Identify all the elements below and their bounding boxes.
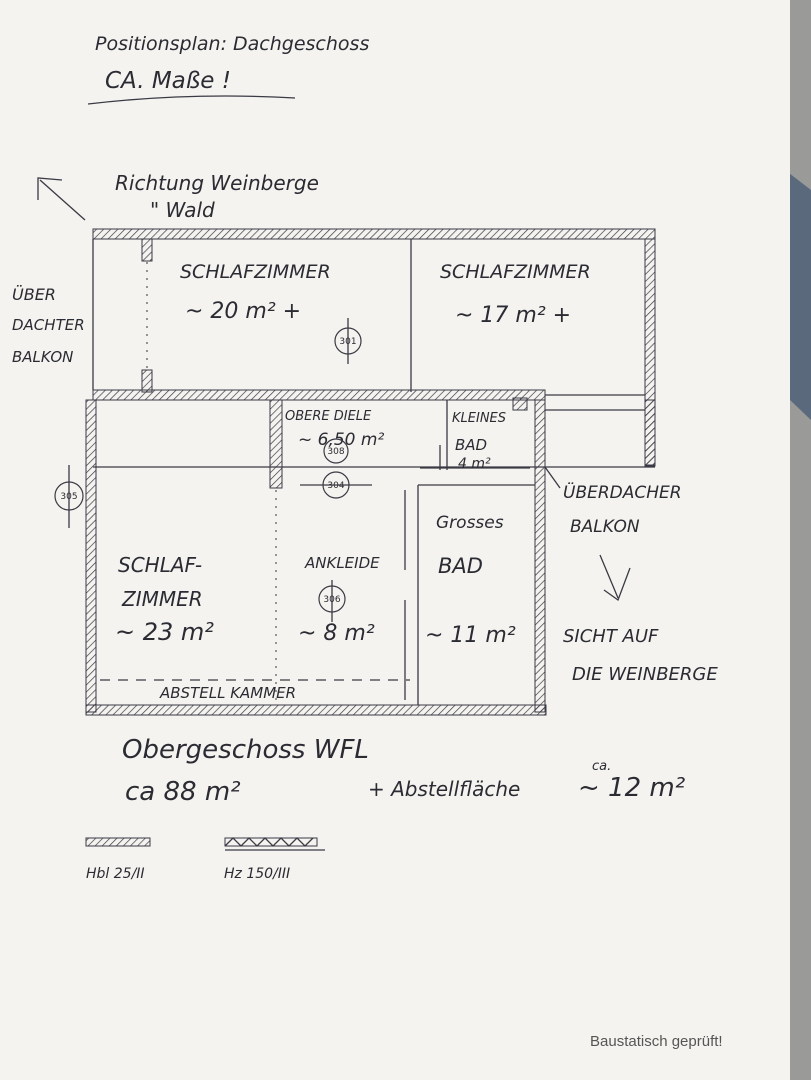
direction-note-line1: Richtung Weinberge xyxy=(115,171,319,195)
wall-top xyxy=(92,228,656,240)
svg-text:308: 308 xyxy=(327,447,344,457)
right-note-line2: BALKON xyxy=(570,517,640,537)
room-dressing-area: ~ 8 m² xyxy=(298,621,375,646)
wall-middle xyxy=(92,389,546,401)
legend-label-2: Hz 150/III xyxy=(224,866,290,882)
small-bath-corner xyxy=(512,397,528,411)
room-bedroom-top-left-area: ~ 20 m² + xyxy=(185,299,301,324)
room-bedroom-top-right-area: ~ 17 m² + xyxy=(455,303,571,328)
position-marker-304: 304 xyxy=(300,471,372,499)
svg-text:306: 306 xyxy=(323,595,340,605)
wall-right-bottom xyxy=(534,399,546,713)
arrow-down-icon xyxy=(599,554,631,602)
view-note-line2: DIE WEINBERGE xyxy=(572,664,718,685)
room-storage-name: ABSTELL KAMMER xyxy=(159,684,296,702)
room-bedroom-bottom-area: ~ 23 m² xyxy=(115,618,214,646)
legend-swatch-2 xyxy=(224,837,325,851)
left-note-line3: BALKON xyxy=(12,348,73,366)
left-note-line1: ÜBER xyxy=(12,285,56,304)
background-object xyxy=(785,170,811,420)
summary-ca: ca. xyxy=(592,759,611,774)
position-marker-308: 308 xyxy=(323,438,349,464)
room-bedroom-top-right-name: SCHLAFZIMMER xyxy=(440,261,591,283)
summary-living-area: ca 88 m² xyxy=(125,777,241,807)
wall-bottom xyxy=(85,704,547,716)
direction-note-line2: " Wald xyxy=(150,198,215,222)
balcony-diagonal xyxy=(544,466,561,489)
room-small-bath-name: KLEINES xyxy=(452,411,506,426)
arrow-up-left-icon xyxy=(37,177,86,221)
view-note-line1: SICHT AUF xyxy=(563,626,659,647)
position-marker-305: 305 xyxy=(54,465,84,528)
left-note-line2: DACHTER xyxy=(12,316,85,334)
footer-note: Baustatisch geprüft! xyxy=(590,1033,723,1050)
title-underline xyxy=(87,95,296,105)
svg-text:301: 301 xyxy=(339,337,356,347)
room-bedroom-bottom-name: SCHLAF- xyxy=(118,553,202,577)
summary-storage-label: + Abstellfläche xyxy=(368,777,520,801)
summary-floor-label: Obergeschoss WFL xyxy=(122,735,369,765)
legend: Hbl 25/II Hz 150/III xyxy=(85,837,325,882)
room-upper-hall-name: OBERE DIELE xyxy=(285,409,372,424)
room-small-bath-area: 4 m² xyxy=(458,456,491,472)
room-big-bath-name: Grosses xyxy=(436,513,504,533)
plan-subtitle: CA. Maße ! xyxy=(105,68,231,94)
column-mid-left xyxy=(141,369,153,393)
column-top-left xyxy=(141,238,153,262)
summary-storage-area: ~ 12 m² xyxy=(578,773,685,803)
room-small-bath-name2: BAD xyxy=(455,436,487,454)
position-marker-301: 301 xyxy=(334,318,362,364)
wall-left-bottom xyxy=(85,399,97,713)
legend-swatch-1 xyxy=(85,837,151,847)
paper-sheet xyxy=(0,0,790,1080)
room-bedroom-bottom-name2: ZIMMER xyxy=(121,587,203,611)
balcony-post xyxy=(644,399,656,467)
plan-title: Positionsplan: Dachgeschoss xyxy=(95,33,369,55)
room-big-bath-area: ~ 11 m² xyxy=(425,623,516,648)
floor-plan xyxy=(85,228,656,716)
right-note-line1: ÜBERDACHER xyxy=(563,481,682,503)
column-hall xyxy=(269,399,283,489)
room-dressing-name: ANKLEIDE xyxy=(304,554,380,572)
legend-label-1: Hbl 25/II xyxy=(86,866,145,882)
svg-text:305: 305 xyxy=(60,492,77,502)
room-big-bath-name2: BAD xyxy=(438,554,483,578)
svg-text:304: 304 xyxy=(327,481,344,491)
room-bedroom-top-left-name: SCHLAFZIMMER xyxy=(180,261,331,283)
position-marker-306: 306 xyxy=(318,580,346,622)
